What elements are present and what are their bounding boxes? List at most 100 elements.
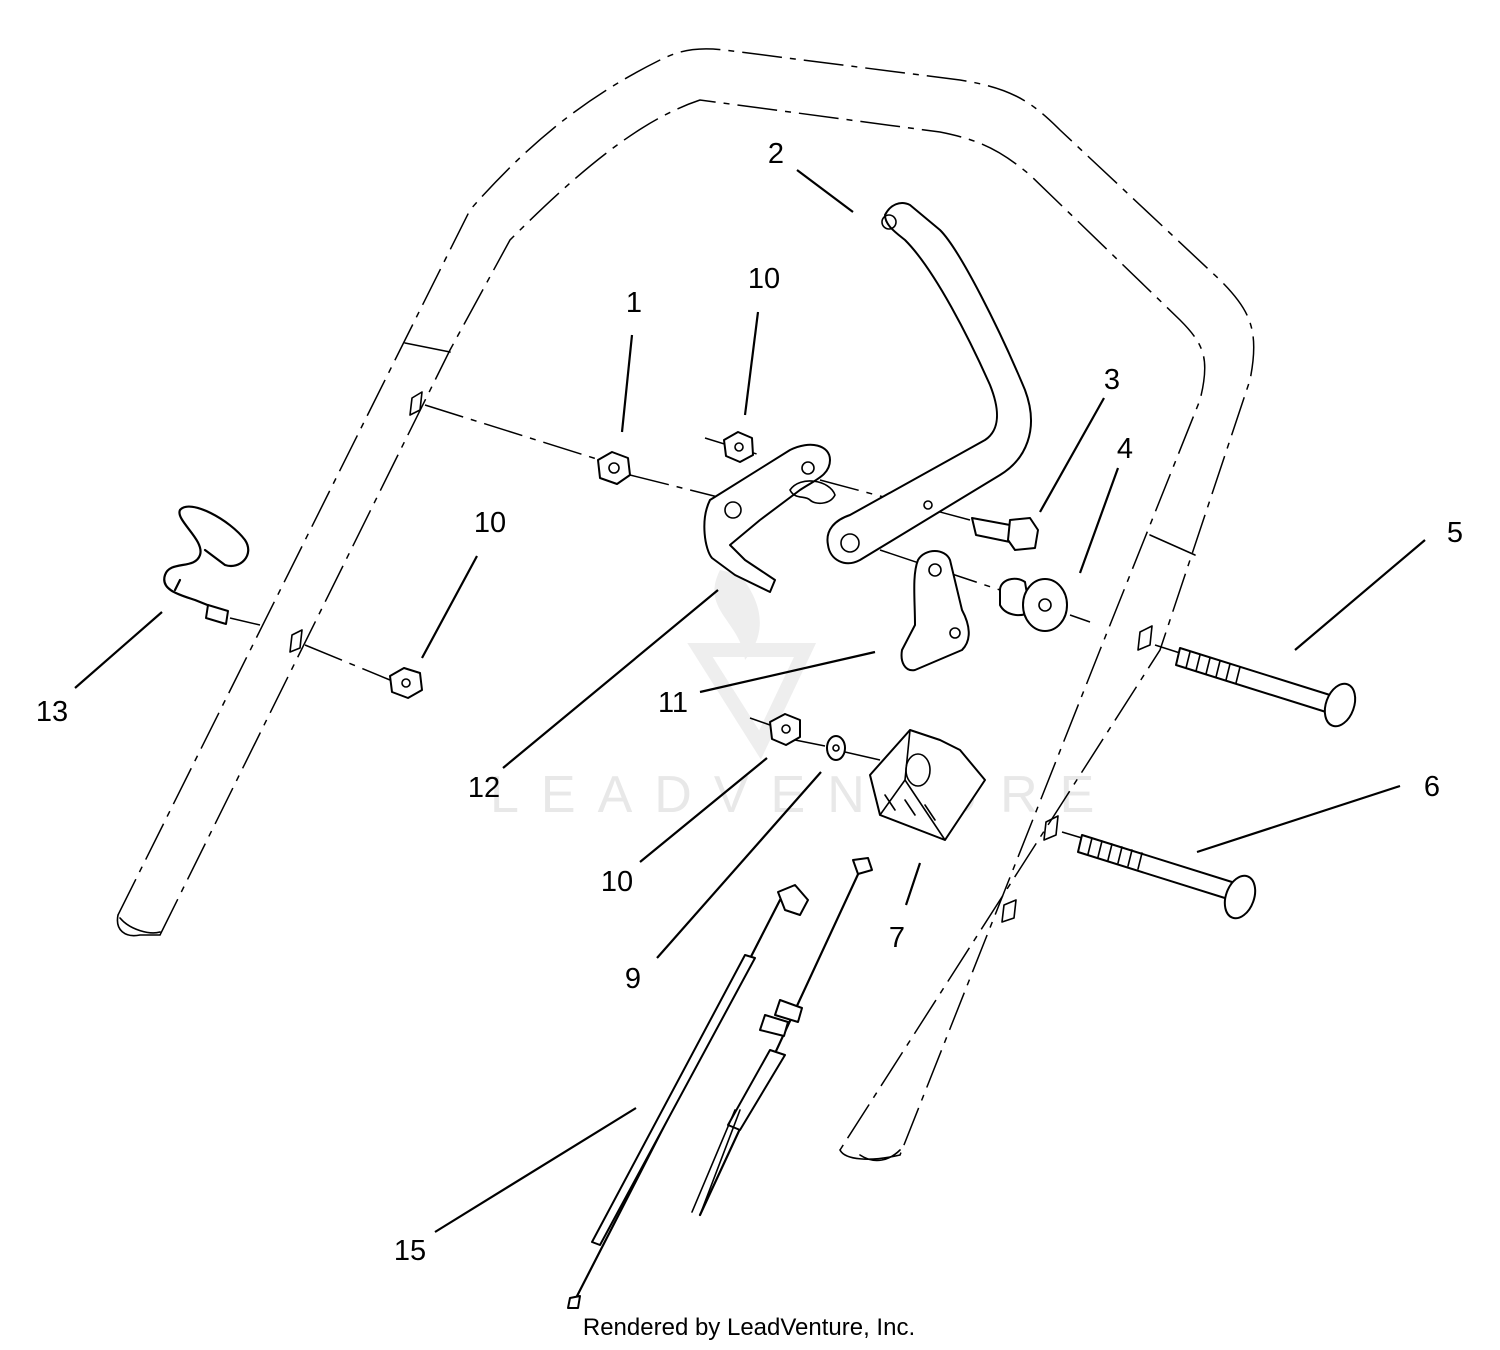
axis-nut-1 <box>424 404 601 461</box>
handle-frame <box>116 48 1255 1162</box>
leader-7 <box>904 862 922 906</box>
axis-bolt-5 <box>1154 644 1181 654</box>
bracket-plate <box>703 443 831 593</box>
watermark: LEADVENTURE <box>490 570 1094 824</box>
axis-washer <box>794 739 826 747</box>
handle-hole-bottom-right <box>1001 899 1017 923</box>
nut-10-top <box>723 431 754 463</box>
clamp-7-body <box>869 729 986 841</box>
handle-hole-lower-right <box>1043 815 1059 841</box>
callout-10-top: 10 <box>748 263 780 295</box>
clamp-7 <box>869 729 986 841</box>
bolt-5-threads <box>1185 651 1241 684</box>
handle-hole-upper-right <box>1137 625 1153 651</box>
leader-4 <box>1078 467 1120 574</box>
spacer-4-hole <box>1038 598 1052 612</box>
nut-1 <box>597 451 631 485</box>
cable-15-sheath <box>591 954 756 1246</box>
washer-9 <box>826 735 846 761</box>
axis-lower-nut <box>749 717 771 726</box>
leader-13 <box>74 611 163 689</box>
handle-hole-lower-left <box>289 629 303 653</box>
bracket-slot <box>789 480 836 505</box>
nut-1-hole <box>608 462 620 474</box>
callout-5: 5 <box>1447 517 1463 549</box>
leader-10-left <box>421 555 478 659</box>
nut-10-left-hole <box>401 678 411 688</box>
leader-1 <box>620 334 634 433</box>
leader-10-lower <box>639 757 768 863</box>
callout-3: 3 <box>1104 364 1120 396</box>
callout-1: 1 <box>626 287 642 319</box>
axis-rod-13 <box>229 617 261 626</box>
callout-2: 2 <box>768 138 784 170</box>
rod-13-wire <box>163 505 250 614</box>
nut-10-left <box>389 667 423 699</box>
handle-left-end <box>116 914 161 937</box>
bracket <box>703 443 836 593</box>
axis-bracket <box>629 474 731 501</box>
spacer-4-head <box>1022 578 1068 632</box>
bail-hole <box>923 500 933 510</box>
nut-10-lower-hole <box>781 724 791 734</box>
handle-right-tube-cut <box>859 1149 901 1162</box>
clamp-7-ribs <box>884 794 936 821</box>
watermark-logo-icon <box>687 643 817 760</box>
bolt-6 <box>1077 834 1257 920</box>
handle-joint-right <box>1149 534 1196 556</box>
watermark-flame-icon <box>714 570 760 660</box>
cable-inner-end <box>852 857 873 875</box>
nut-10-lower <box>769 713 801 746</box>
bolt-3 <box>971 517 1039 551</box>
rod-13 <box>163 505 250 625</box>
cable-inner-wire <box>698 868 862 1217</box>
bail-body <box>826 202 1032 565</box>
leader-2 <box>796 169 854 213</box>
spacer-4 <box>999 577 1068 632</box>
rod-13-tip <box>205 604 229 625</box>
bracket-hole-2 <box>801 461 815 475</box>
leader-11 <box>699 650 876 694</box>
handle-outer-edge <box>117 48 1255 1151</box>
bolt-6-head <box>1223 874 1257 920</box>
callout-15: 15 <box>394 1235 426 1267</box>
axis-bolt-6 <box>1061 831 1083 839</box>
callout-12: 12 <box>468 772 500 804</box>
bolt-5 <box>1175 647 1357 728</box>
clamp-7-hole <box>905 753 931 787</box>
handle-joint-left <box>404 342 451 353</box>
leader-9 <box>656 771 822 959</box>
callout-10-left: 10 <box>474 507 506 539</box>
bail-end-knob <box>881 214 897 230</box>
bolt-5-head <box>1323 682 1357 728</box>
handle-right-end <box>839 1149 901 1160</box>
cam-hole-bottom <box>949 627 961 639</box>
cam-hole-top <box>928 563 942 577</box>
nut-10-lower-body <box>769 713 801 746</box>
cam <box>900 550 970 672</box>
washer-9-body <box>826 735 846 761</box>
control-bail <box>826 202 1032 565</box>
leader-lines <box>74 169 1426 1233</box>
nut-10-top-hole <box>734 442 744 452</box>
cable-adjuster-nut-2 <box>759 1014 789 1037</box>
cam-body <box>900 550 970 672</box>
leader-15 <box>434 1107 637 1233</box>
callout-7: 7 <box>889 922 905 954</box>
leader-12 <box>502 589 719 769</box>
leader-10-top <box>743 311 760 416</box>
bolt-3-shank <box>971 517 1011 543</box>
cable-15-end-fitting <box>777 884 809 916</box>
cable-adjuster-nut-1 <box>774 999 803 1023</box>
cable-spring <box>691 1109 741 1216</box>
leader-3 <box>1039 397 1105 513</box>
axis-spacer-end <box>1069 614 1091 623</box>
callout-10-lower: 10 <box>601 866 633 898</box>
callout-11: 11 <box>658 687 688 719</box>
leader-5 <box>1294 539 1426 651</box>
bail-pivot-hole <box>840 533 860 553</box>
axis-nut-10-left <box>304 644 391 681</box>
nut-10-left-body <box>389 667 423 699</box>
clamp-7-crease <box>904 779 946 841</box>
